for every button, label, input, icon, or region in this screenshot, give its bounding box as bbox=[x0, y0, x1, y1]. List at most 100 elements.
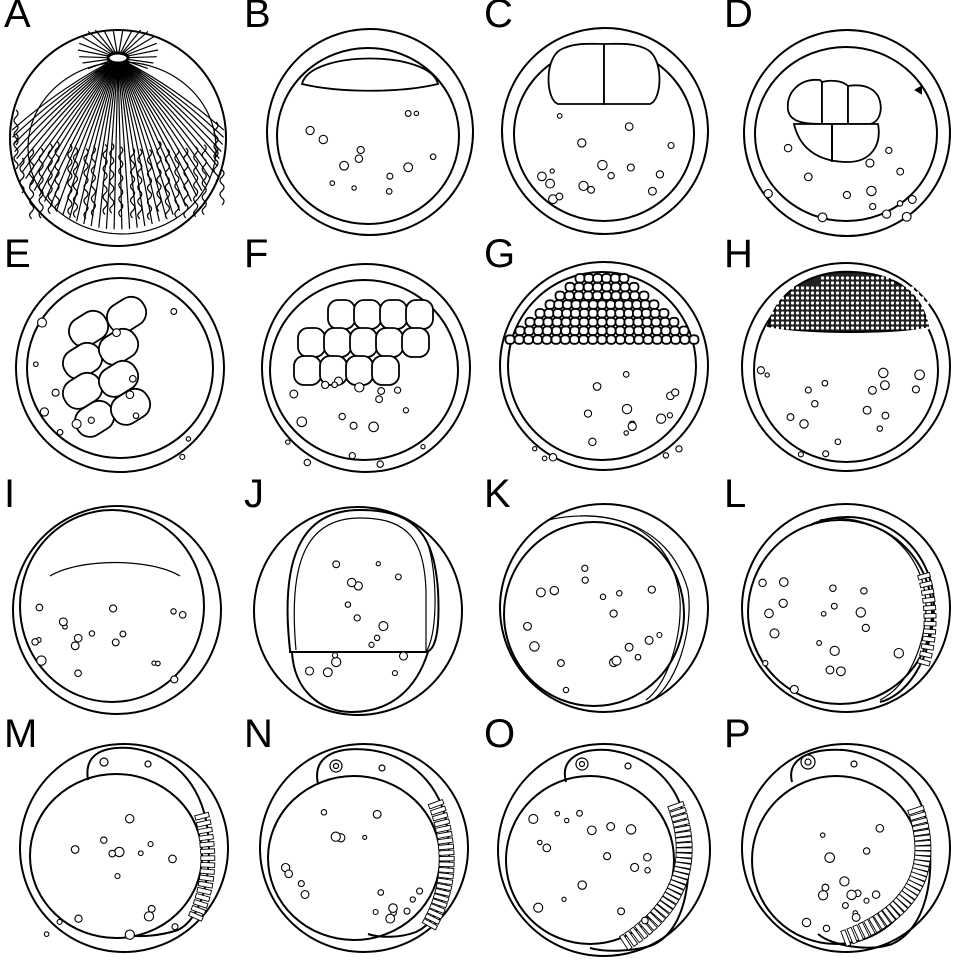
blastomere bbox=[589, 309, 598, 318]
cell-nucleus-dot bbox=[911, 321, 914, 324]
blastomere bbox=[589, 300, 598, 309]
cell-nucleus-dot bbox=[851, 306, 854, 309]
oil-droplet bbox=[876, 825, 884, 833]
otic-vesicle bbox=[851, 761, 857, 767]
cell-nucleus-dot bbox=[876, 301, 879, 304]
oil-droplet bbox=[821, 612, 826, 617]
blastomere bbox=[660, 309, 669, 318]
chorion bbox=[254, 507, 462, 715]
oil-droplet bbox=[355, 383, 364, 392]
otic-vesicle bbox=[625, 763, 631, 769]
optic-cup bbox=[801, 755, 815, 769]
panel-j: J bbox=[240, 480, 480, 720]
cell-nucleus-dot bbox=[856, 316, 859, 319]
otic-vesicle bbox=[145, 761, 151, 767]
blastomere bbox=[580, 318, 589, 327]
cell-nucleus-dot bbox=[886, 286, 889, 289]
blastomere bbox=[598, 318, 607, 327]
somite bbox=[195, 812, 210, 820]
cell-nucleus-dot bbox=[896, 306, 899, 309]
cell-nucleus-dot bbox=[806, 286, 809, 289]
cell-nucleus-dot bbox=[851, 281, 854, 284]
somite bbox=[924, 621, 936, 626]
somite bbox=[200, 842, 214, 848]
oil-droplet bbox=[864, 898, 869, 903]
oil-droplets bbox=[757, 367, 924, 457]
somite bbox=[199, 834, 213, 840]
blastomere bbox=[588, 327, 597, 336]
blastomere bbox=[324, 328, 351, 357]
oil-droplet bbox=[387, 173, 393, 179]
cell-nucleus-dot bbox=[796, 316, 799, 319]
cell-nucleus-dot bbox=[876, 326, 879, 329]
cell-nucleus-dot bbox=[791, 301, 794, 304]
cell-nucleus-dot bbox=[861, 301, 864, 304]
blastomere bbox=[643, 327, 652, 336]
cell-nucleus-dot bbox=[856, 301, 859, 304]
cell-nucleus-dot bbox=[821, 296, 824, 299]
cell-nucleus-dot bbox=[926, 301, 929, 304]
chorion-filament bbox=[220, 170, 224, 205]
cell-nucleus-dot bbox=[796, 291, 799, 294]
cell-nucleus-dot bbox=[871, 291, 874, 294]
oil-droplets bbox=[306, 111, 436, 195]
oil-droplet bbox=[72, 419, 81, 428]
oil-droplet bbox=[339, 413, 345, 419]
oil-droplet bbox=[805, 387, 811, 393]
oil-droplet bbox=[171, 676, 178, 683]
cell-nucleus-dot bbox=[881, 291, 884, 294]
cell-nucleus-dot bbox=[846, 311, 849, 314]
oil-droplet bbox=[861, 588, 867, 594]
blastomere bbox=[593, 283, 602, 292]
cell-nucleus-dot bbox=[811, 301, 814, 304]
cell-nucleus-dot bbox=[801, 291, 804, 294]
oil-droplet bbox=[588, 826, 597, 835]
panel-m-drawing bbox=[0, 720, 240, 960]
oil-droplet bbox=[667, 413, 672, 418]
cell-nucleus-dot bbox=[846, 326, 849, 329]
oil-droplet bbox=[840, 877, 849, 886]
cell-nucleus-dot bbox=[891, 281, 894, 284]
cell-nucleus-dot bbox=[886, 281, 889, 284]
blastomere-left bbox=[549, 44, 605, 104]
cell-nucleus-dot bbox=[806, 316, 809, 319]
cell-nucleus-dot bbox=[846, 296, 849, 299]
blastomere bbox=[525, 327, 534, 336]
cell-nucleus-dot bbox=[806, 296, 809, 299]
cell-nucleus-dot bbox=[851, 321, 854, 324]
blastomere bbox=[554, 300, 563, 309]
cell-nucleus-dot bbox=[771, 301, 774, 304]
somite bbox=[915, 846, 931, 851]
blastomere bbox=[593, 274, 602, 283]
panel-d: D bbox=[720, 0, 960, 240]
oil-droplets bbox=[529, 810, 651, 923]
oil-droplet bbox=[550, 586, 558, 594]
cell-nucleus-dot bbox=[881, 306, 884, 309]
blastomere bbox=[632, 300, 641, 309]
cell-nucleus-dot bbox=[866, 321, 869, 324]
cell-nucleus-dot bbox=[861, 326, 864, 329]
oil-droplet bbox=[862, 624, 869, 631]
cell-nucleus-dot bbox=[851, 301, 854, 304]
oil-droplet bbox=[656, 171, 663, 178]
oil-droplets bbox=[282, 810, 423, 923]
oil-droplet bbox=[410, 897, 415, 902]
cell-nucleus-dot bbox=[896, 301, 899, 304]
cell-nucleus-dot bbox=[771, 316, 774, 319]
somite bbox=[676, 842, 692, 847]
blastomere bbox=[584, 283, 593, 292]
blastomere bbox=[607, 318, 616, 327]
blastomere bbox=[346, 356, 373, 385]
blastomere bbox=[630, 283, 639, 292]
oil-droplet bbox=[130, 376, 137, 383]
blastomere bbox=[546, 300, 555, 309]
oil-droplet bbox=[668, 143, 674, 149]
cell-nucleus-dot bbox=[916, 301, 919, 304]
oil-droplet bbox=[835, 439, 841, 445]
panel-c: C bbox=[480, 0, 720, 240]
cell-nucleus-dot bbox=[801, 311, 804, 314]
cell-nucleus-dot bbox=[851, 276, 854, 279]
cell-nucleus-dot bbox=[781, 306, 784, 309]
blastomere bbox=[570, 327, 579, 336]
panel-j-drawing bbox=[240, 480, 480, 720]
